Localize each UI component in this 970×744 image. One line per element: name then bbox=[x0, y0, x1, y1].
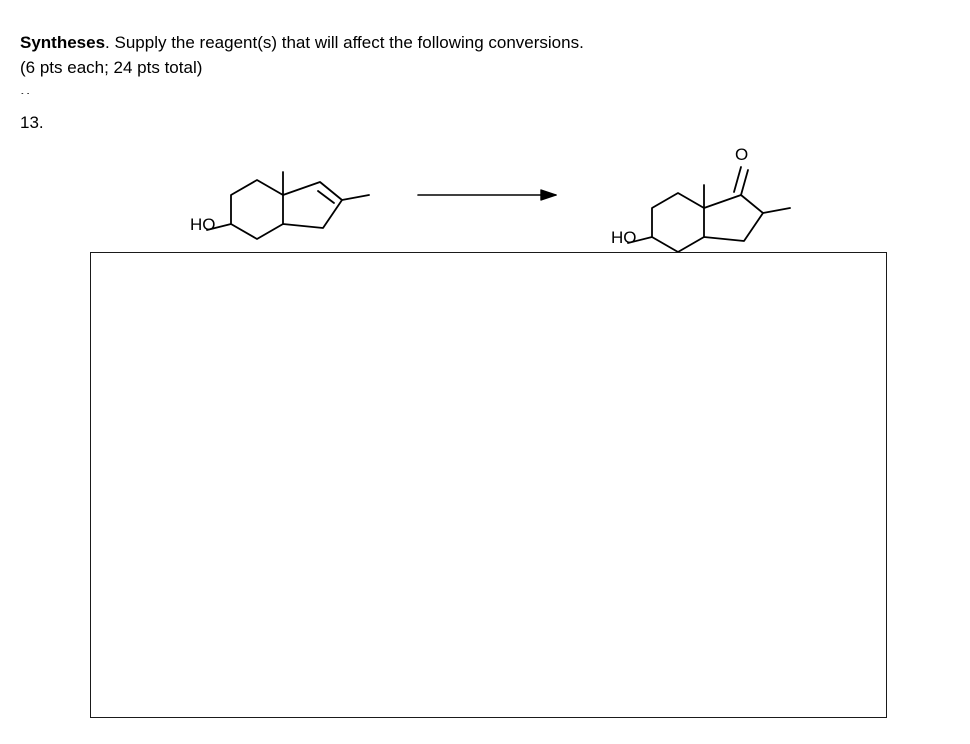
instructions-points: (6 pts each; 24 pts total) bbox=[20, 58, 203, 77]
instructions-lead: Syntheses bbox=[20, 33, 106, 52]
question-number: 13. bbox=[20, 113, 44, 132]
reaction-scheme: HO HO O bbox=[0, 130, 970, 255]
reactant-hydroxyl-label: HO bbox=[190, 215, 216, 234]
product-carbonyl-oxygen-label: O bbox=[735, 145, 748, 164]
product-skeleton bbox=[627, 166, 791, 253]
reaction-arrow-group bbox=[417, 189, 557, 201]
answer-area[interactable] bbox=[90, 252, 887, 718]
reactant-skeleton bbox=[206, 171, 370, 240]
instructions-body: . Supply the reagent(s) that will affect… bbox=[105, 33, 584, 52]
clipped-text-remnant: .. bbox=[20, 86, 60, 94]
product-hydroxyl-label: HO bbox=[611, 228, 637, 247]
instructions-text: Syntheses. Supply the reagent(s) that wi… bbox=[20, 30, 900, 80]
